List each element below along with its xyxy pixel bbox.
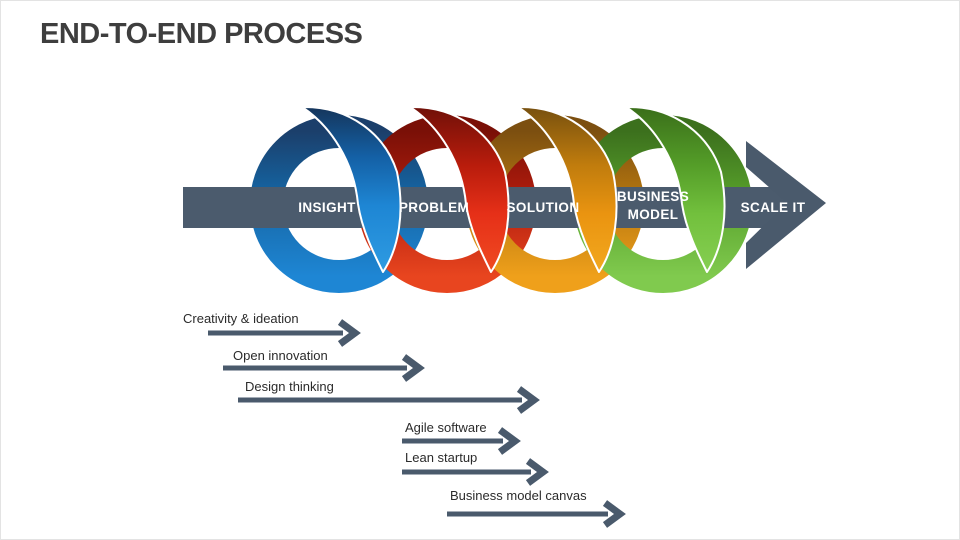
annotation-arrow-4 — [402, 427, 521, 455]
annotation-arrow-3 — [238, 386, 540, 414]
annotation-arrow-1 — [208, 319, 361, 347]
annotation-label-business-model-canvas: Business model canvas — [450, 488, 587, 503]
green-loop-crescent — [625, 105, 726, 273]
annotation-label-lean-startup: Lean startup — [405, 450, 478, 465]
stage-label-business-model-line2: MODEL — [627, 207, 679, 222]
loop-crescents — [301, 105, 726, 273]
stage-label-solution: SOLUTION — [506, 200, 580, 215]
annotation-label-design-thinking: Design thinking — [245, 379, 334, 394]
stage-label-insight: INSIGHT — [298, 200, 356, 215]
annotation-label-creativity-ideation: Creativity & ideation — [183, 311, 299, 326]
annotation-arrows — [208, 319, 626, 528]
annotation-arrow-2 — [223, 354, 425, 382]
annotation-label-agile-software: Agile software — [405, 420, 487, 435]
stage-label-business-model-line1: BUSINESS — [616, 189, 690, 204]
annotation-label-open-innovation: Open innovation — [233, 348, 328, 363]
stage-label-scale-it: SCALE IT — [740, 200, 806, 215]
annotation-arrow-5 — [402, 458, 549, 486]
blue-loop-crescent — [301, 105, 402, 273]
scale-arrow-chevron-icon — [746, 141, 826, 269]
slide-title: END-TO-END PROCESS — [40, 18, 363, 50]
stage-label-problem: PROBLEM — [398, 200, 470, 215]
red-loop-crescent — [409, 105, 510, 273]
orange-loop-crescent — [517, 105, 618, 273]
annotation-arrow-6 — [447, 500, 626, 528]
